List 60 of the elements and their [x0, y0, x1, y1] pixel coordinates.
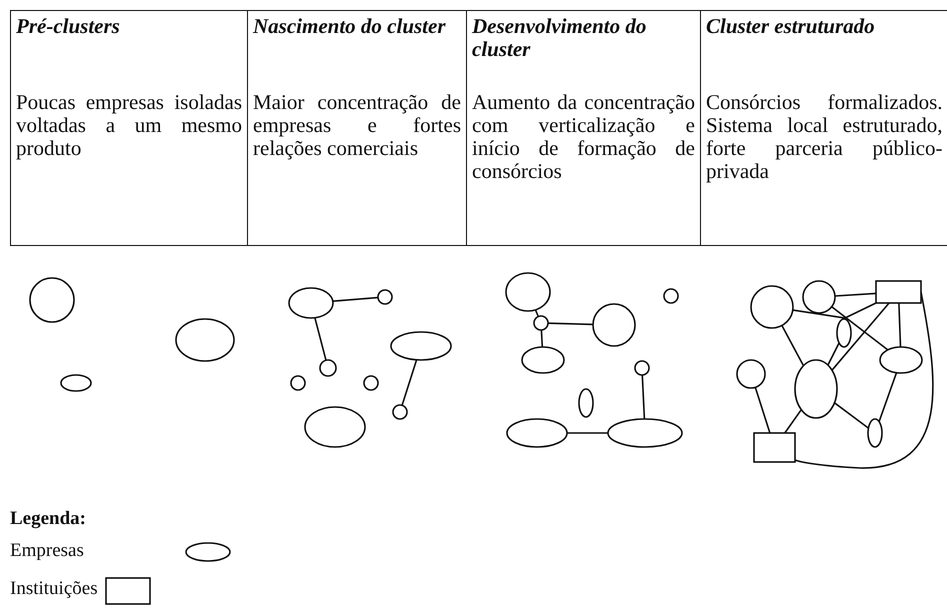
- company-ellipse: [288, 287, 334, 319]
- connector-line: [827, 342, 840, 366]
- stage-description: Aumento da concentração com verticalização e início de formação de consórcios: [472, 91, 695, 183]
- company-ellipse: [521, 346, 565, 374]
- company-circle: [29, 277, 75, 323]
- company-ellipse: [304, 406, 366, 448]
- connector-line: [534, 310, 540, 317]
- column-header: Desenvolvimento do cluster: [472, 14, 646, 61]
- institution-square: [753, 432, 796, 463]
- connector-line: [834, 402, 869, 429]
- company-ellipse: [505, 272, 551, 312]
- company-ellipse: [836, 318, 852, 348]
- company-ellipse: [390, 331, 452, 361]
- company-circle: [319, 359, 337, 377]
- company-circle: [634, 360, 650, 376]
- connector-line: [642, 374, 646, 420]
- stage-description: Consórcios formalizados. Sistema local estruturado, forte parceria público-privada: [706, 91, 942, 183]
- stage-description: Maior concentração de empresas e fortes relações comerciais: [253, 91, 461, 160]
- company-circle: [750, 285, 794, 329]
- connector-line: [567, 432, 608, 434]
- company-ellipse: [506, 418, 568, 448]
- connector-line: [548, 322, 594, 326]
- company-circle: [363, 375, 379, 391]
- column-header: Nascimento do cluster: [253, 14, 446, 38]
- company-ellipse: [60, 374, 92, 392]
- company-ellipse: [879, 346, 923, 374]
- connector-line: [332, 296, 378, 302]
- column-header: Pré-clusters: [16, 14, 120, 38]
- legend-label: Empresas: [10, 540, 84, 562]
- company-ellipse: [867, 418, 883, 448]
- company-ellipse: [578, 388, 594, 418]
- company-circle: [663, 288, 679, 304]
- connector-line: [794, 292, 934, 469]
- company-circle: [533, 315, 549, 331]
- connector-line: [754, 387, 771, 434]
- connector-line: [401, 360, 418, 406]
- connector-line: [831, 302, 890, 371]
- company-circle: [736, 359, 766, 389]
- column-header: Cluster estruturado: [706, 14, 875, 38]
- connector-line: [792, 302, 876, 319]
- stage-description: Poucas empresas isoladas voltadas a um mesmo produto: [16, 91, 242, 160]
- connector-line: [781, 325, 804, 366]
- connector-line: [314, 318, 327, 360]
- connector-line: [878, 372, 898, 422]
- company-circle: [290, 375, 306, 391]
- company-ellipse: [175, 318, 235, 362]
- legend-title: Legenda:: [10, 508, 86, 530]
- connector-line: [834, 292, 876, 297]
- company-ellipse: [607, 418, 683, 448]
- company-circle: [377, 289, 393, 305]
- company-ellipse: [794, 359, 838, 419]
- connector-line: [898, 302, 902, 348]
- company-circle: [392, 404, 408, 420]
- connector-line: [540, 330, 544, 348]
- connector-line: [784, 409, 802, 434]
- legend-label: Instituições: [10, 578, 98, 600]
- institution-square: [875, 280, 922, 304]
- company-circle: [802, 280, 836, 314]
- company-circle: [592, 303, 636, 347]
- connector-line: [831, 306, 888, 351]
